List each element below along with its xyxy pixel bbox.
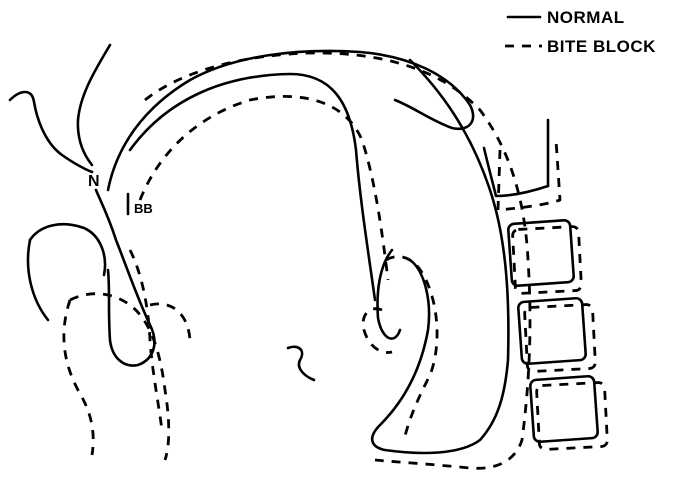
mandible-bite-block [64, 250, 190, 460]
bite-block-marker-label: BB [134, 201, 153, 216]
cranial-outline-normal [108, 51, 508, 453]
nasion-label: N [88, 173, 100, 190]
legend: NORMAL BITE BLOCK [505, 8, 656, 56]
mandible-normal [28, 190, 154, 366]
legend-bite-block-label: BITE BLOCK [547, 37, 656, 56]
vertebrae-normal [484, 120, 598, 442]
legend-normal-label: NORMAL [547, 8, 625, 27]
vertebrae-bite-block [498, 140, 608, 450]
cranial-outline-bite-block [140, 53, 530, 468]
face-profile-normal [10, 45, 110, 172]
